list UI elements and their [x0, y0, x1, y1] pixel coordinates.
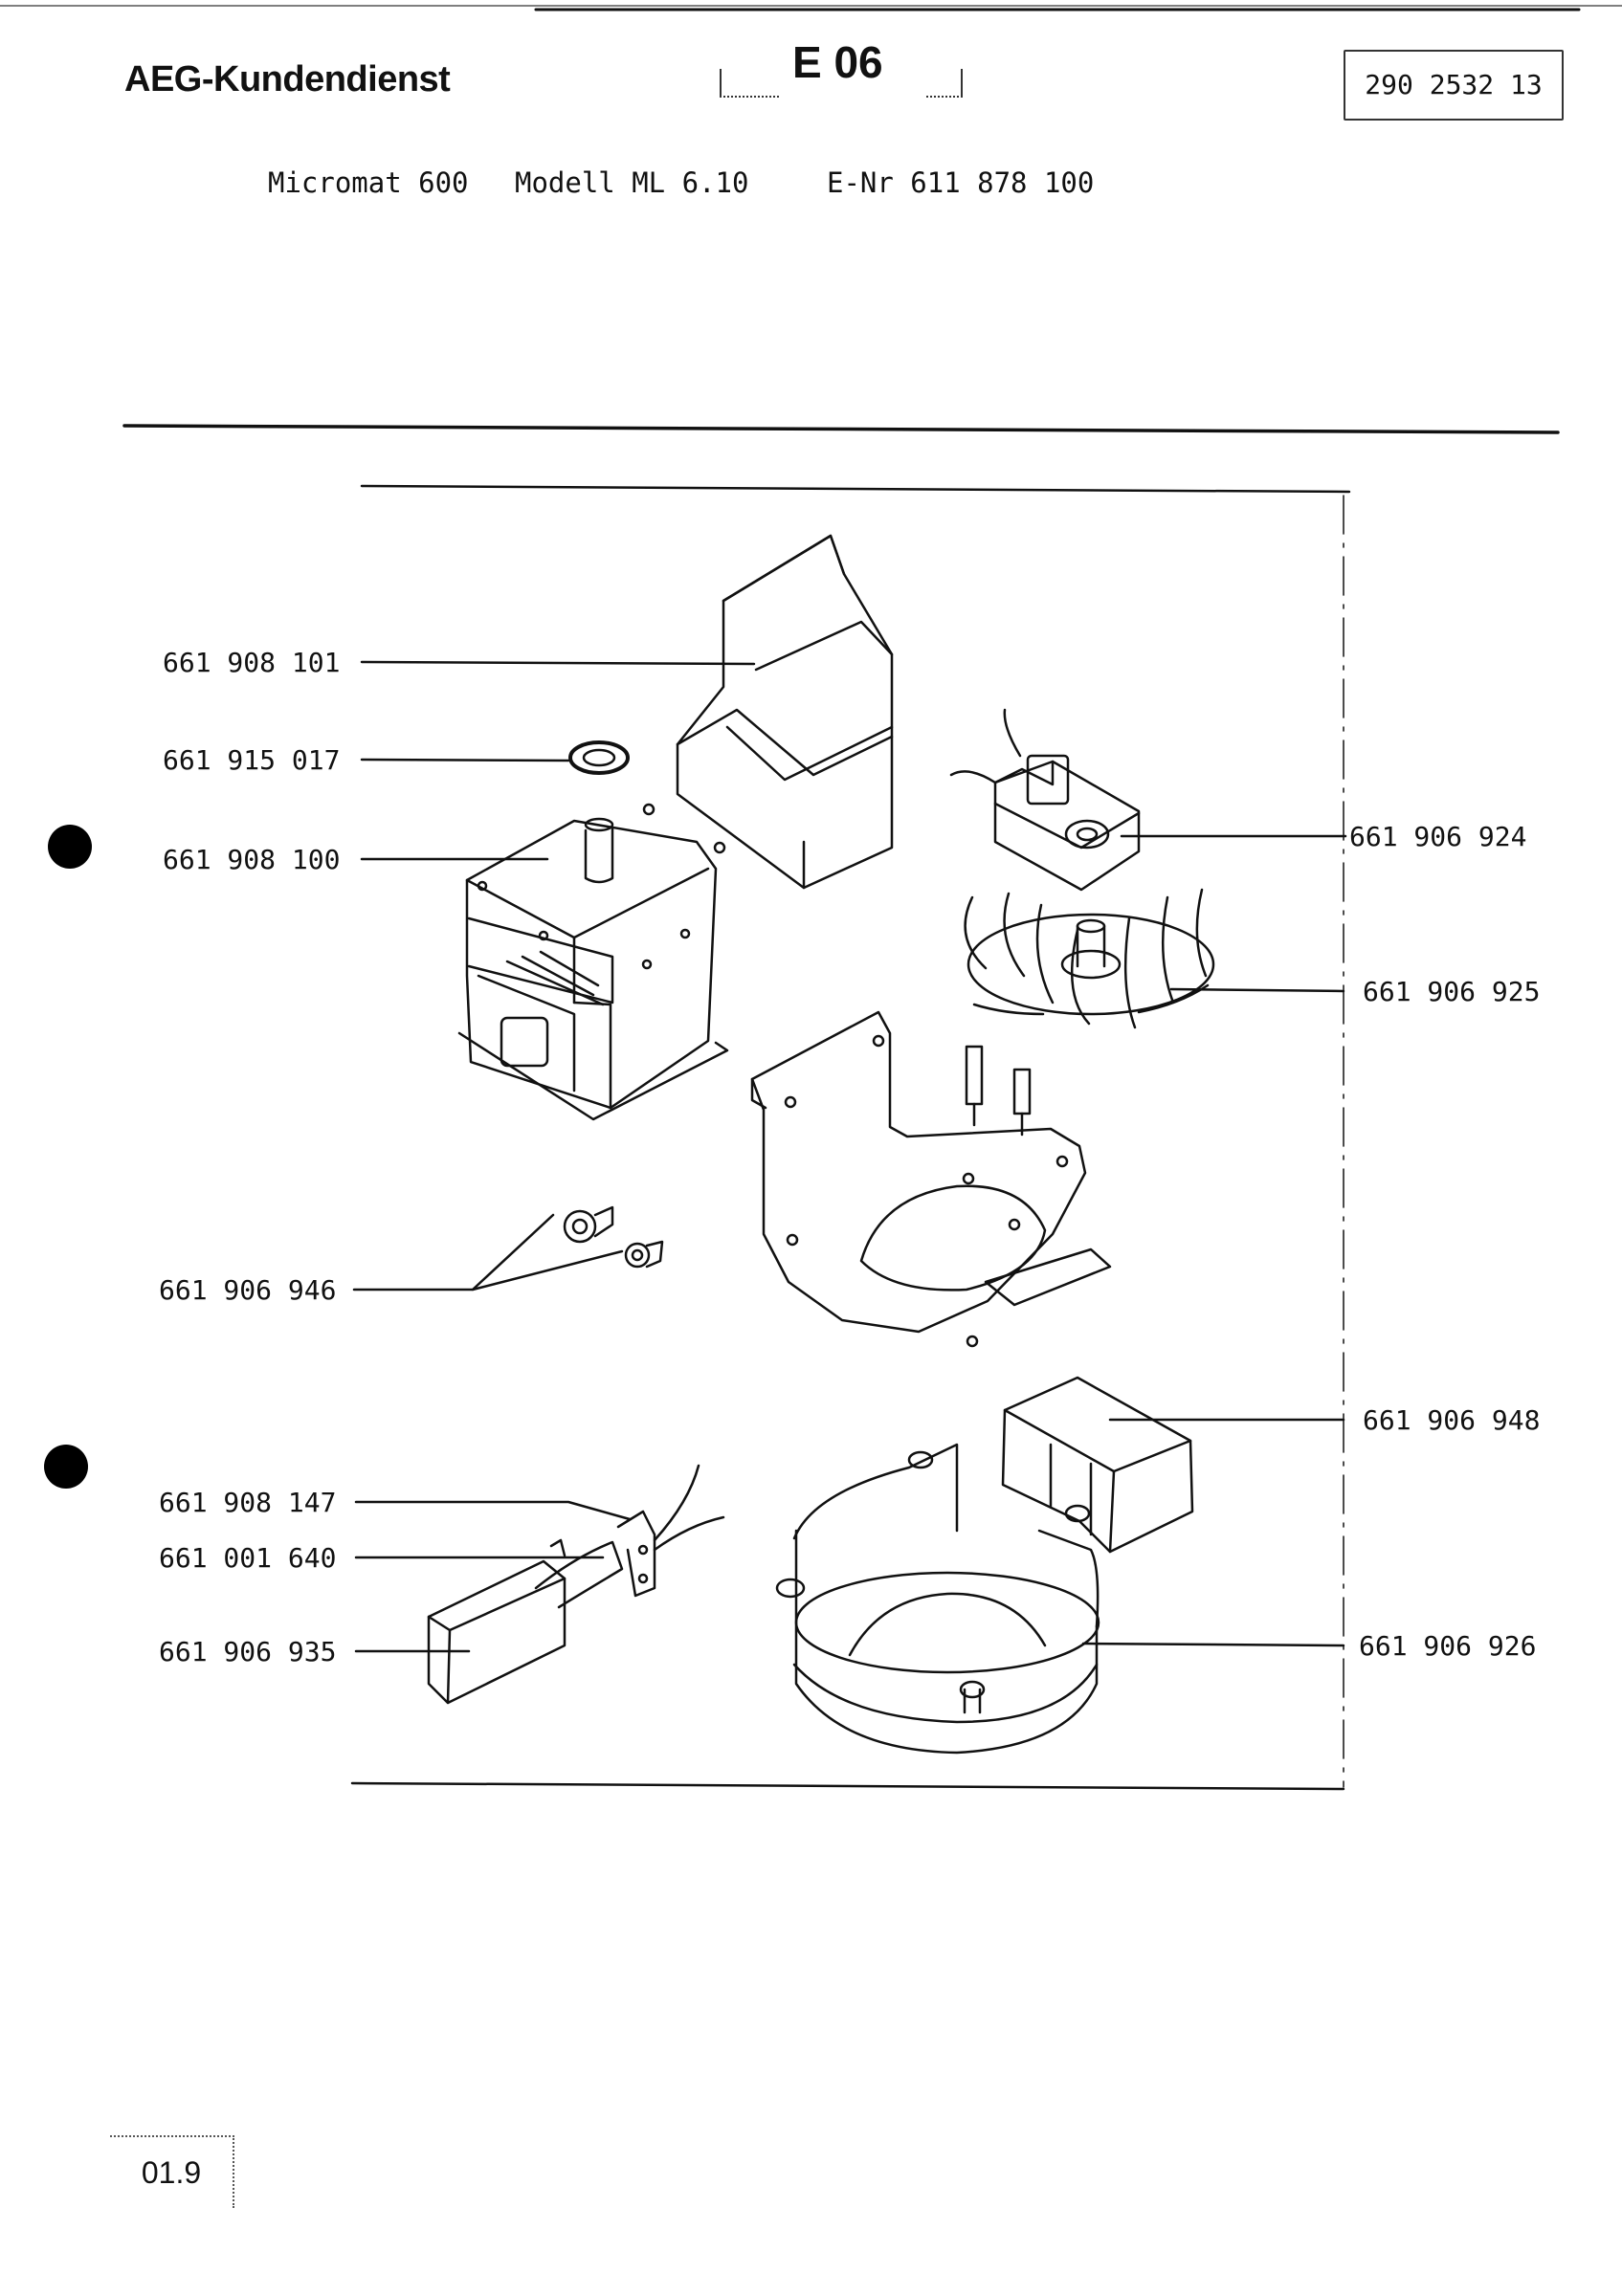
callout-thermal-fuse: 661 906 946	[159, 1274, 337, 1306]
punch-hole-upper	[48, 825, 92, 869]
product-model: Modell ML 6.10	[515, 166, 749, 199]
callout-magnetron: 661 908 100	[163, 844, 341, 875]
section-bracket-left	[720, 69, 779, 98]
callout-gasket-ring: 661 915 017	[163, 744, 341, 776]
section-bracket-right	[926, 69, 963, 98]
callout-wave-guide: 661 908 101	[163, 647, 341, 678]
section-code: E 06	[792, 37, 883, 87]
product-name: Micromat 600	[268, 166, 469, 199]
callout-fan-wheel: 661 906 925	[1363, 976, 1541, 1007]
brand-title: AEG-Kundendienst	[124, 59, 451, 99]
document-number: 290 2532 13	[1344, 50, 1564, 121]
punch-hole-lower	[44, 1445, 88, 1489]
callout-lamp: 661 001 640	[159, 1542, 337, 1574]
callout-fan-housing: 661 906 926	[1359, 1630, 1537, 1662]
page-number: 01.9	[110, 2135, 234, 2208]
callout-lamp-holder: 661 908 147	[159, 1487, 337, 1518]
callout-fan-motor: 661 906 924	[1349, 821, 1527, 852]
product-e-number: E-Nr 611 878 100	[827, 166, 1095, 199]
callout-air-duct: 661 906 948	[1363, 1404, 1541, 1436]
callout-lamp-cover: 661 906 935	[159, 1636, 337, 1667]
